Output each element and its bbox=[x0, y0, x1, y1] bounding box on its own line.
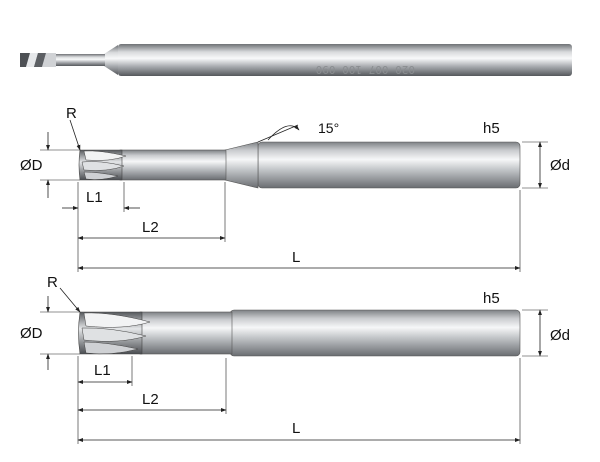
lower-length-extension-lines bbox=[77, 356, 521, 444]
upper-tolerance-label: h5 bbox=[483, 120, 500, 137]
lower-body bbox=[139, 311, 233, 355]
upper-head-diameter-label: ØD bbox=[20, 157, 43, 174]
lower-tolerance-label: h5 bbox=[483, 290, 500, 307]
lower-radius-label: R bbox=[47, 274, 58, 291]
upper-radius-leader bbox=[69, 119, 81, 151]
upper-length-extension-lines bbox=[77, 182, 521, 272]
upper-head-extension-lines bbox=[40, 149, 80, 181]
upper-flutes bbox=[78, 149, 127, 181]
photo-flutes bbox=[20, 53, 56, 67]
upper-taper bbox=[224, 141, 259, 189]
upper-angle-leader bbox=[257, 124, 299, 143]
upper-tool-drawing: 15° R h5 ØD Ød L1 L2 L bbox=[20, 105, 570, 272]
upper-shank-extension-lines bbox=[522, 141, 548, 189]
lower-radius-leader bbox=[59, 287, 81, 313]
photo-engraving: 020 007 100 090 bbox=[316, 63, 415, 76]
lower-flute-length-label: L1 bbox=[94, 362, 111, 379]
photo-neck bbox=[55, 54, 105, 66]
upper-neck-length-label: L2 bbox=[142, 219, 159, 236]
lower-flutes bbox=[78, 311, 151, 355]
lower-shank-extension-lines bbox=[522, 309, 548, 357]
upper-shank-diameter-label: Ød bbox=[550, 157, 570, 174]
lower-head-extension-lines bbox=[40, 311, 80, 355]
upper-neck bbox=[119, 149, 227, 181]
upper-angle-label: 15° bbox=[318, 120, 339, 136]
upper-radius-label: R bbox=[66, 105, 77, 122]
upper-angle-arc bbox=[267, 124, 300, 141]
photo-neck-taper bbox=[104, 45, 118, 75]
lower-shank-diameter-label: Ød bbox=[550, 327, 570, 344]
lower-head-diameter-label: ØD bbox=[20, 325, 43, 342]
end-mill-photo: 020 007 100 090 bbox=[20, 44, 572, 76]
lower-tool-drawing: R h5 ØD Ød L1 L2 L bbox=[20, 274, 570, 444]
upper-overall-length-label: L bbox=[292, 249, 300, 266]
lower-overall-length-label: L bbox=[292, 420, 300, 437]
upper-shank bbox=[257, 141, 521, 189]
lower-neck-length-label: L2 bbox=[142, 391, 159, 408]
lower-shank bbox=[229, 309, 521, 357]
photo-shank bbox=[118, 44, 572, 76]
upper-flute-length-label: L1 bbox=[86, 189, 103, 206]
